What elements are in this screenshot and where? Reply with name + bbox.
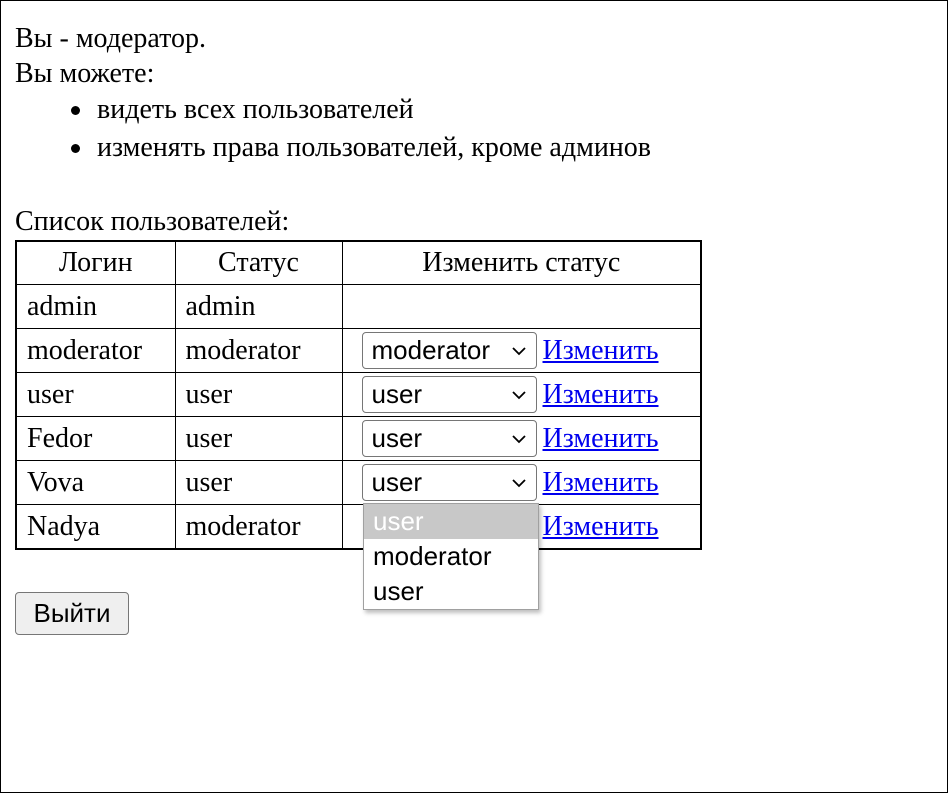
permission-item: видеть всех пользователей	[1, 91, 651, 129]
change-link[interactable]: Изменить	[542, 422, 659, 454]
chevron-down-icon	[511, 347, 526, 356]
cell-login: Fedor	[15, 416, 176, 461]
users-table: Логин Статус Изменить статус admin admin…	[15, 240, 702, 550]
role-text: Вы - модератор.	[15, 23, 206, 54]
cell-actions: user Изменить	[341, 372, 702, 417]
cell-login: admin	[15, 284, 176, 329]
cell-actions: moderator Изменить	[341, 328, 702, 373]
dropdown-option[interactable]: moderator	[373, 541, 492, 571]
header-change-status: Изменить статус	[341, 240, 702, 285]
table-header-row: Логин Статус Изменить статус	[15, 240, 702, 285]
cell-status: user	[174, 416, 343, 461]
permission-item: изменять права пользователей, кроме адми…	[1, 129, 651, 167]
table-row: admin admin	[15, 284, 702, 329]
permissions-list: видеть всех пользователей изменять права…	[1, 91, 651, 167]
change-link[interactable]: Изменить	[542, 466, 659, 498]
status-select[interactable]: moderator	[361, 332, 537, 369]
cell-status: moderator	[174, 328, 343, 373]
chevron-down-icon	[511, 391, 526, 400]
cell-login: user	[15, 372, 176, 417]
can-text: Вы можете:	[15, 58, 155, 89]
cell-status: moderator	[174, 504, 343, 550]
cell-login: Vova	[15, 460, 176, 505]
dropdown-option[interactable]: user	[373, 576, 424, 606]
table-row: Vova user user Изменить	[15, 460, 702, 505]
status-select-value: user	[371, 379, 423, 409]
header-status: Статус	[174, 240, 343, 285]
cell-login: moderator	[15, 328, 176, 373]
status-select-value: moderator	[371, 335, 491, 365]
header-login: Логин	[15, 240, 176, 285]
chevron-down-icon	[511, 479, 526, 488]
table-row: Fedor user user Изменить	[15, 416, 702, 461]
change-link[interactable]: Изменить	[542, 334, 659, 366]
cell-login: Nadya	[15, 504, 176, 550]
status-select[interactable]: user	[361, 420, 537, 457]
table-row: user user user Изменить	[15, 372, 702, 417]
cell-actions-empty	[341, 284, 702, 329]
cell-status: admin	[174, 284, 343, 329]
cell-actions: user Изменить	[341, 460, 702, 505]
status-select-open[interactable]: user	[361, 464, 537, 501]
table-row: Nadya moderator Изменить	[15, 504, 702, 550]
status-select[interactable]: user	[361, 376, 537, 413]
change-link[interactable]: Изменить	[542, 510, 659, 542]
users-heading: Список пользователей:	[15, 206, 290, 237]
change-link[interactable]: Изменить	[542, 378, 659, 410]
status-select-value: user	[371, 423, 423, 453]
status-dropdown-list: user moderator user	[363, 503, 539, 610]
cell-status: user	[174, 460, 343, 505]
table-row: moderator moderator moderator Изменить	[15, 328, 702, 373]
cell-actions: user Изменить	[341, 416, 702, 461]
chevron-down-icon	[511, 435, 526, 444]
status-select-value: user	[371, 467, 423, 497]
dropdown-option[interactable]: user	[364, 504, 538, 539]
logout-button[interactable]: Выйти	[15, 592, 129, 635]
cell-status: user	[174, 372, 343, 417]
